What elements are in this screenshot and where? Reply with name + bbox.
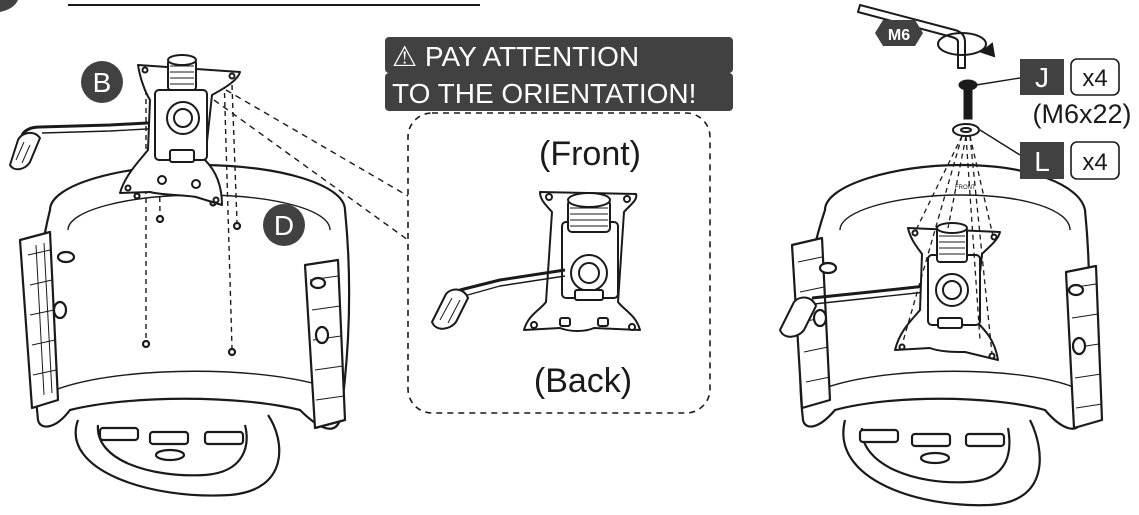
part-d-badge: D (263, 204, 305, 246)
part-l-label: L (1034, 146, 1050, 177)
warning-line1: ⚠ PAY ATTENTION (392, 41, 639, 72)
rotation-arrow-icon (937, 32, 996, 58)
washer-l-icon (952, 123, 980, 137)
right-alignment-guides (901, 135, 994, 355)
back-label: (Back) (534, 362, 632, 400)
part-j-tag: J x4 (M6x22) (1020, 58, 1132, 129)
part-l-tag: L x4 (1020, 141, 1120, 180)
m6-tool-label: M6 (888, 27, 910, 44)
plate-front-marking: FRONT (955, 185, 976, 191)
left-mechanism-plate (9, 54, 241, 206)
front-label: (Front) (539, 135, 641, 173)
orientation-inset: (Front) (Back) (407, 112, 711, 414)
part-l-qty: x4 (1082, 149, 1107, 176)
part-j-label: J (1035, 62, 1049, 93)
right-mechanism-plate (779, 222, 1001, 361)
inset-callout-lines (213, 89, 409, 241)
part-leader-lines (975, 77, 1021, 156)
warning-line2: TO THE ORIENTATION! (392, 78, 696, 109)
part-b-label: B (93, 67, 112, 98)
m6-tool-badge: M6 (875, 20, 923, 46)
inset-plate (431, 191, 641, 332)
orientation-warning: ⚠ PAY ATTENTION TO THE ORIENTATION! (385, 37, 733, 111)
part-b-badge: B (81, 61, 123, 103)
bolt-j-icon (958, 79, 978, 120)
header-fragment (0, 0, 480, 12)
part-j-qty: x4 (1082, 65, 1107, 92)
part-j-spec: (M6x22) (1032, 99, 1131, 129)
part-d-label: D (274, 210, 294, 241)
